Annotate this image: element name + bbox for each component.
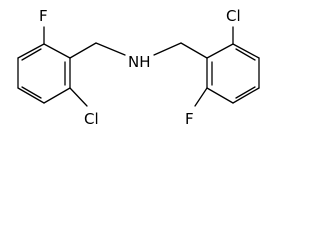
bond: [206, 87, 234, 104]
left-benzene-ring: [17, 43, 71, 104]
atom-label-chlorine: Cl: [226, 7, 241, 25]
bond-ch2-to-ring-right: [180, 42, 208, 59]
bond-to-chlorine-left: [69, 87, 88, 107]
double-bond-inner: [21, 86, 42, 99]
double-bond-inner: [235, 48, 256, 61]
atom-label-amine: NH: [128, 53, 151, 71]
chemical-structure-diagram: F Cl NH Cl F: [17, 7, 260, 128]
bond-n-to-ch2-right: [153, 42, 182, 56]
bond: [232, 87, 260, 104]
bond-to-fluorine-right: [194, 87, 208, 107]
bond: [232, 43, 260, 59]
double-bond-inner: [21, 48, 42, 61]
atom-label-fluorine: F: [185, 110, 194, 128]
right-benzene-ring: [206, 43, 260, 104]
bond: [43, 43, 71, 59]
bond: [43, 87, 71, 104]
double-bond-inner: [235, 86, 256, 99]
bond: [17, 87, 45, 104]
atom-label-chlorine: Cl: [84, 110, 99, 128]
bond: [206, 43, 234, 59]
atom-label-fluorine: F: [39, 7, 48, 25]
bond-ring-to-ch2-left: [69, 42, 97, 59]
bond: [17, 43, 45, 59]
bond-ch2-to-n-left: [95, 42, 126, 56]
